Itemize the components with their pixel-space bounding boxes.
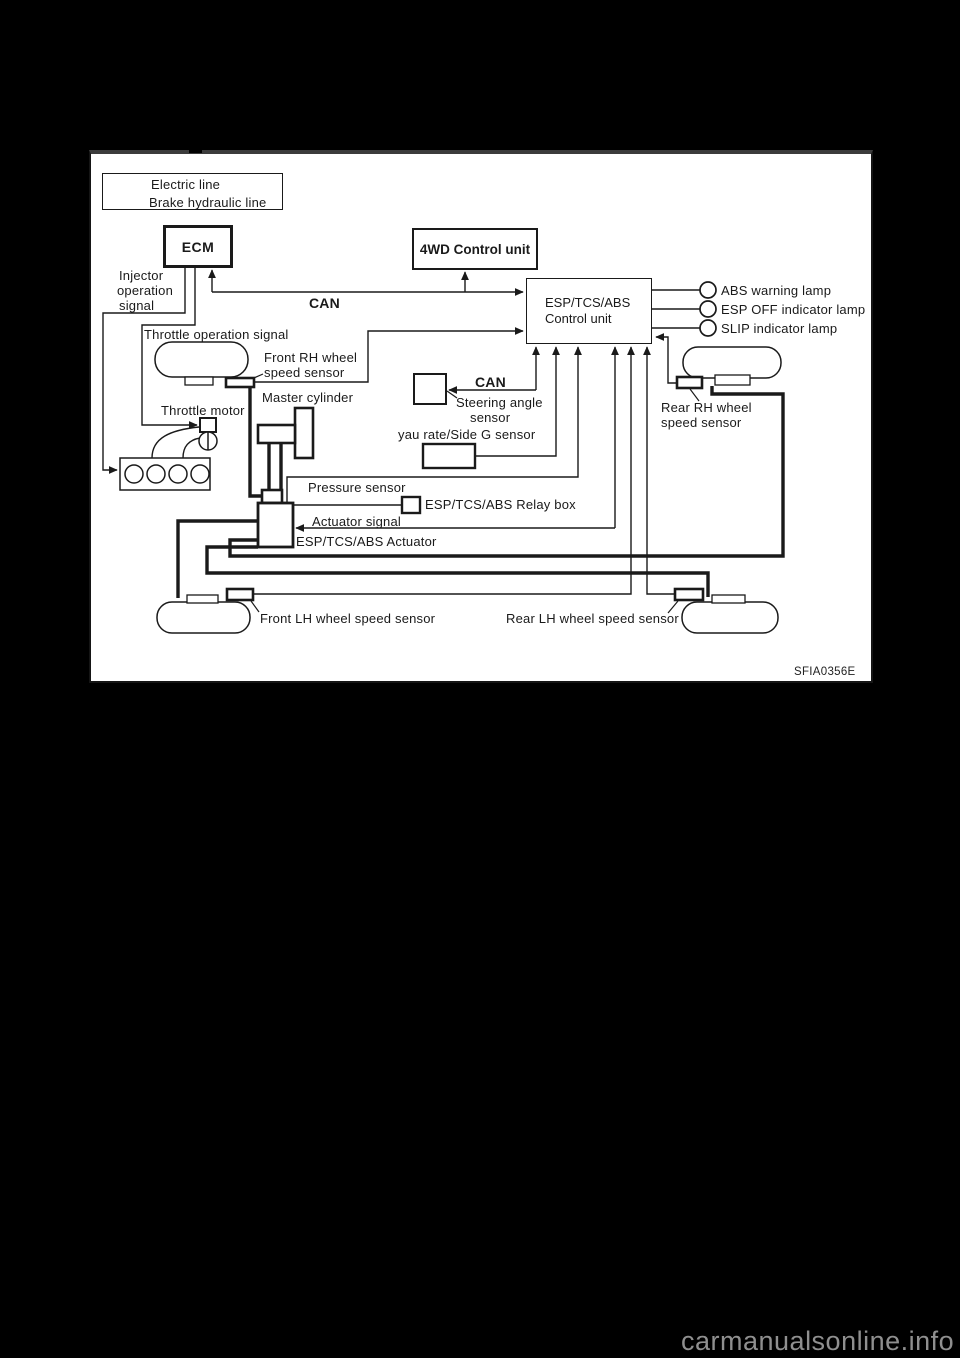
slip-lamp-icon <box>699 319 717 337</box>
ecm-box: ECM <box>163 225 233 268</box>
front-rh-sensor-label-2: speed sensor <box>264 365 345 380</box>
yaw-sensor-line <box>475 346 560 457</box>
figure-id: SFIA0356E <box>794 666 856 678</box>
awd-control-unit-box: 4WD Control unit <box>412 228 538 270</box>
yaw-rate-sensor-box <box>421 442 477 470</box>
front-lh-wheel <box>156 587 255 634</box>
legend-electric-label: Electric line <box>151 177 221 192</box>
injector-signal-label-2: operation <box>117 283 174 298</box>
steering-sensor-label-2: sensor <box>470 410 511 425</box>
front-lh-sensor-label: Front LH wheel speed sensor <box>260 611 436 626</box>
esp-label-line2: Control unit <box>545 311 612 326</box>
injector-signal-line <box>102 268 186 474</box>
steering-angle-sensor-box <box>413 373 447 405</box>
throttle-operation-label: Throttle operation signal <box>144 327 289 342</box>
relay-box-symbol <box>400 495 422 515</box>
actuator-label: ESP/TCS/ABS Actuator <box>296 534 437 549</box>
legend-hydraulic-label: Brake hydraulic line <box>149 195 267 210</box>
can-bus-line <box>208 269 524 296</box>
injector-signal-label-3: signal <box>119 298 155 313</box>
brake-line-rear-rh <box>228 386 785 558</box>
master-cylinder-symbol <box>256 406 315 505</box>
rear-lh-sensor-label: Rear LH wheel speed sensor <box>506 611 679 626</box>
brake-line-master-to-actuator <box>267 443 283 490</box>
throttle-motor-label: Throttle motor <box>161 403 245 418</box>
front-lh-sensor-line <box>253 346 635 595</box>
ecm-label: ECM <box>181 238 215 255</box>
esp-off-lamp-icon <box>699 300 717 318</box>
can-main-label: CAN <box>309 295 340 311</box>
front-rh-sensor-line <box>254 327 524 383</box>
master-cylinder-label: Master cylinder <box>262 390 354 405</box>
lamp-lines <box>652 289 700 329</box>
scan-notch <box>189 148 202 153</box>
brake-line-rear-lh <box>205 545 710 597</box>
rear-rh-sensor-label-1: Rear RH wheel <box>661 400 752 415</box>
actuator-box <box>256 501 295 549</box>
brake-line-front-rh <box>248 387 262 498</box>
steering-sensor-label-1: Steering angle <box>456 395 543 410</box>
esp-label-line1: ESP/TCS/ABS <box>545 295 631 310</box>
front-rh-wheel <box>154 341 256 389</box>
engine-block <box>119 457 211 491</box>
front-rh-sensor-label-1: Front RH wheel <box>264 350 358 365</box>
watermark: carmanualsonline.info <box>681 1326 955 1356</box>
slip-lamp-label: SLIP indicator lamp <box>721 321 838 336</box>
awd-label: 4WD Control unit <box>419 241 531 257</box>
injector-signal-label-1: Injector <box>119 268 164 283</box>
rear-rh-sensor-line <box>655 333 677 384</box>
rear-rh-sensor-label-2: speed sensor <box>661 415 742 430</box>
esp-control-unit-box: ESP/TCS/ABS Control unit <box>526 278 652 344</box>
rear-lh-wheel <box>673 587 779 634</box>
throttle-motor-symbol <box>198 417 218 451</box>
intake-hoses <box>151 426 201 459</box>
rear-rh-wheel <box>675 346 782 390</box>
abs-lamp-icon <box>699 281 717 299</box>
brake-line-front-lh <box>176 519 258 598</box>
abs-warning-lamp-label: ABS warning lamp <box>721 283 832 298</box>
can-steering-label: CAN <box>475 374 506 390</box>
actuator-signal-label: Actuator signal <box>312 514 401 529</box>
pressure-sensor-line <box>286 346 582 503</box>
throttle-signal-line <box>141 268 198 429</box>
esp-off-lamp-label: ESP OFF indicator lamp <box>721 302 866 317</box>
yaw-rate-sensor-label: yau rate/Side G sensor <box>398 427 536 442</box>
actuator-signal-line <box>295 346 619 532</box>
relay-box-label: ESP/TCS/ABS Relay box <box>425 497 576 512</box>
lamp-icons <box>699 281 717 337</box>
steering-can-line <box>448 346 540 394</box>
pressure-sensor-label: Pressure sensor <box>308 480 406 495</box>
rear-lh-sensor-line <box>643 346 675 595</box>
legend: Electric line Brake hydraulic line <box>102 173 283 210</box>
